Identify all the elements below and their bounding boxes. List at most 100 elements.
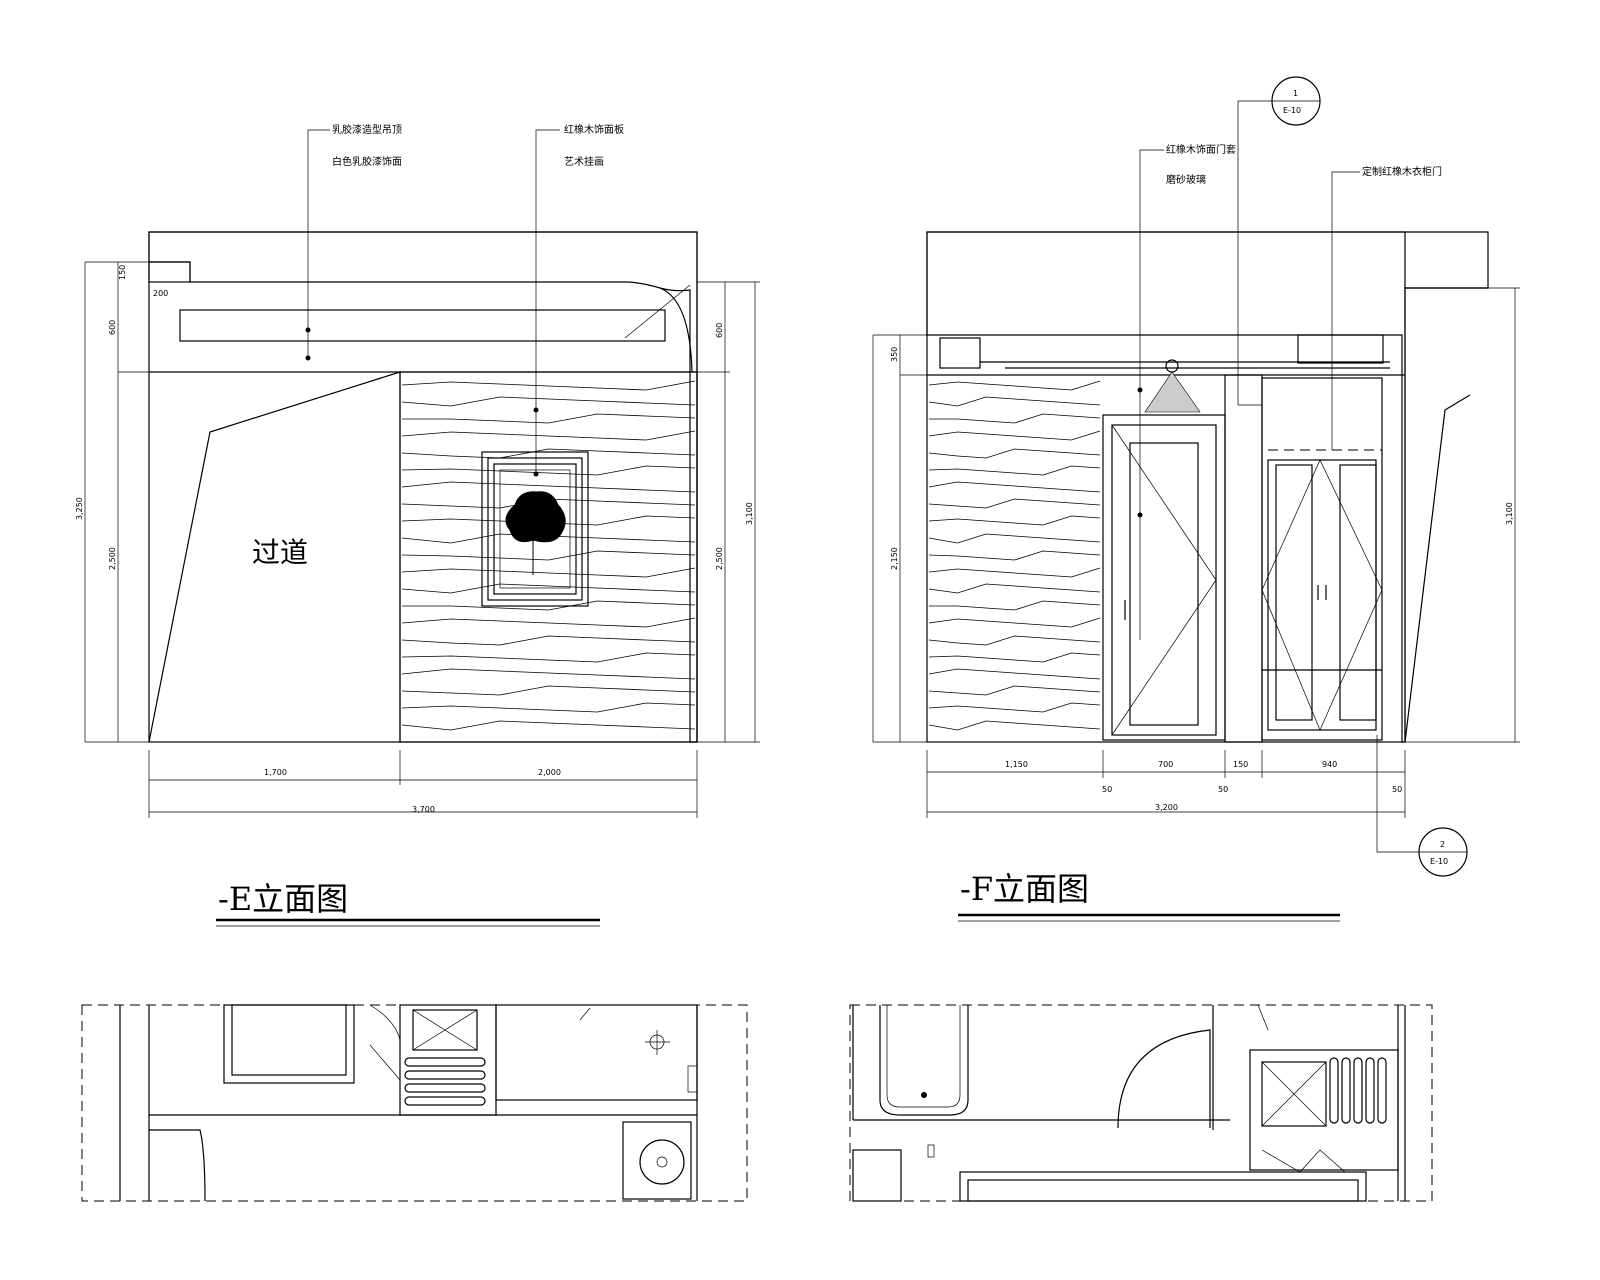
svg-text:1: 1 <box>1293 89 1298 98</box>
wood-grain-line <box>401 720 696 731</box>
dim-e-right-total: 3,100 <box>745 502 754 525</box>
linear-diffuser <box>179 309 666 342</box>
dim-e-bottom-1: 1,700 <box>264 768 287 777</box>
radiator-e <box>404 1057 486 1106</box>
wood-grain-line <box>401 617 696 628</box>
wood-grain-line <box>401 702 696 713</box>
svg-text:2: 2 <box>1440 840 1445 849</box>
dim-f-left-2: 2,150 <box>890 547 899 570</box>
art-painting <box>481 451 589 607</box>
wood-grain-line <box>929 600 1101 611</box>
dim-f-bottom-1: 1,150 <box>1005 760 1028 769</box>
wood-grain-line <box>401 430 696 441</box>
wood-grain-line <box>928 380 1101 391</box>
wood-grain-line <box>928 448 1101 459</box>
wood-grain-line <box>401 652 696 663</box>
wood-grain-line <box>928 498 1101 509</box>
wood-grain-line <box>928 635 1101 646</box>
wall-outline-f <box>926 231 1406 743</box>
dim-f-sub-1: 50 <box>1102 785 1112 794</box>
wood-grain-f <box>928 380 1101 731</box>
plan-strip-f <box>849 1004 1433 1202</box>
wood-grain-line <box>401 685 696 696</box>
radiator-fin <box>1329 1057 1339 1124</box>
dim-f-left-1: 350 <box>890 347 899 362</box>
wood-grain-line <box>401 380 696 391</box>
callout-e-3: 红橡木饰面板 <box>564 123 624 136</box>
wood-grain-line <box>928 567 1101 578</box>
dim-e-left-3: 150 <box>118 265 127 280</box>
downlight-icon <box>1144 359 1201 413</box>
radiator-fin <box>1365 1057 1375 1124</box>
radiator-f <box>1329 1057 1387 1124</box>
wood-grain-line <box>402 600 696 611</box>
detail-ref-bottom: 2 E-10 <box>1376 735 1468 877</box>
radiator-fin <box>404 1096 486 1106</box>
wood-grain-line <box>928 430 1101 441</box>
dim-e-left-1: 600 <box>108 320 117 335</box>
wood-grain-line <box>928 396 1101 407</box>
wood-grain-line <box>401 481 696 493</box>
dim-f-bottom-2: 700 <box>1158 760 1173 769</box>
dim-e-left-2: 2,500 <box>108 547 117 570</box>
wood-grain-line <box>928 702 1101 713</box>
wood-grain-line <box>928 550 1101 561</box>
wood-panel-e <box>399 371 698 743</box>
wood-grain-line <box>401 635 696 646</box>
basin-icon <box>622 1121 692 1200</box>
elevation-e-title: -E立面图 <box>218 880 348 918</box>
dim-e-small-1: 200 <box>153 289 168 298</box>
dim-f-sub-3: 50 <box>1392 785 1402 794</box>
wood-grain-line <box>928 668 1101 680</box>
wood-grain-line <box>401 567 696 578</box>
wood-grain-e <box>401 380 696 731</box>
dim-f-bottom-4: 940 <box>1322 760 1337 769</box>
radiator-fin <box>404 1070 486 1080</box>
wood-grain-line <box>401 396 696 407</box>
wood-grain-line <box>928 583 1101 594</box>
wardrobe-doors <box>1261 377 1383 741</box>
column-cross-icon <box>412 1009 478 1051</box>
wood-grain-line <box>928 533 1101 544</box>
dim-f-right-total: 3,100 <box>1505 502 1514 525</box>
plan-strip-e <box>81 1004 748 1202</box>
wood-grain-line <box>401 448 696 459</box>
tree-icon <box>505 491 566 575</box>
wood-grain-line <box>928 465 1101 476</box>
wood-grain-line <box>928 617 1101 628</box>
wall-outline-e <box>148 231 698 743</box>
shaft-cross-icon <box>1261 1061 1327 1127</box>
callout-e-2: 白色乳胶漆饰面 <box>332 155 402 168</box>
radiator-fin <box>404 1083 486 1093</box>
bathtub-icon <box>879 1005 969 1116</box>
wood-grain-line <box>401 668 696 680</box>
wood-grain-line <box>401 583 696 594</box>
wood-grain-line <box>401 550 696 561</box>
room-label-corridor: 过道 <box>252 536 308 569</box>
radiator-fin <box>404 1057 486 1067</box>
door-lattice <box>1102 414 1226 741</box>
wood-grain-line <box>928 685 1101 696</box>
dim-e-left-total: 3,250 <box>75 497 84 520</box>
wood-grain-line <box>929 413 1101 424</box>
wood-grain-line <box>402 413 696 424</box>
svg-text:E-10: E-10 <box>1283 106 1301 115</box>
detail-ref-top: 1 E-10 <box>1237 76 1321 406</box>
dim-e-right-2: 2,500 <box>715 547 724 570</box>
elevation-f: 1 E-10 2 E-10 红橡木饰面门套 磨砂玻璃 定制红橡木衣柜门 1,15… <box>872 76 1520 922</box>
dim-f-bottom-3: 150 <box>1233 760 1248 769</box>
wood-grain-line <box>928 720 1101 731</box>
elevation-f-title: -F立面图 <box>960 870 1089 908</box>
dim-f-total: 3,200 <box>1155 803 1178 812</box>
callout-f-3: 定制红橡木衣柜门 <box>1362 165 1442 178</box>
wood-grain-line <box>928 481 1101 493</box>
radiator-fin <box>1353 1057 1363 1124</box>
callout-f-2: 磨砂玻璃 <box>1166 173 1206 186</box>
callout-f-1: 红橡木饰面门套 <box>1166 143 1236 156</box>
dim-e-total: 3,700 <box>412 805 435 814</box>
wood-grain-line <box>928 652 1101 663</box>
dim-f-sub-2: 50 <box>1218 785 1228 794</box>
elevation-e: 过道 乳胶漆造型吊顶 白色乳胶漆饰面 红橡木饰面板 艺术挂画 1,700 2,0… <box>75 123 760 927</box>
door-swing-icon <box>1117 1029 1211 1129</box>
